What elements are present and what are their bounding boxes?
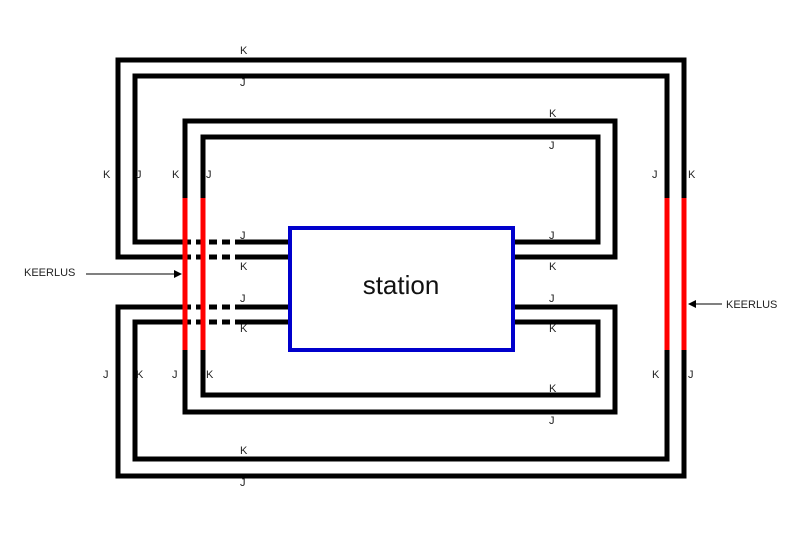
- rail-label: J: [136, 169, 142, 181]
- rail-label: K: [172, 169, 180, 181]
- inner-loop-rail-outer: [182, 118, 618, 260]
- rail-label: J: [172, 369, 178, 381]
- rail-label: K: [206, 369, 214, 381]
- rail-label: J: [688, 369, 694, 381]
- station-label: station: [363, 270, 440, 300]
- rail-label: J: [652, 169, 658, 181]
- rail-label: K: [240, 45, 248, 57]
- keerlus-callout-left: KEERLUS: [24, 267, 182, 279]
- rail-label: J: [240, 293, 246, 305]
- station: station: [288, 226, 515, 352]
- rail-label: K: [103, 169, 111, 181]
- rail-label: J: [549, 415, 555, 427]
- rail-label: K: [688, 169, 696, 181]
- station-box: [288, 226, 515, 352]
- keerlus-right-arrowhead: [688, 300, 696, 308]
- keerlus-left-label: KEERLUS: [24, 267, 75, 279]
- rail-label: K: [240, 323, 248, 335]
- station-left-connections: [170, 239, 290, 325]
- keerlus-right-label: KEERLUS: [726, 299, 777, 311]
- rail-label: K: [549, 108, 557, 120]
- rail-label: J: [549, 293, 555, 305]
- rail-label: K: [549, 383, 557, 395]
- inner-loop-rail-outer-low: [182, 304, 618, 415]
- rail-label: K: [240, 261, 248, 273]
- rail-label: J: [240, 230, 246, 242]
- rail-label: J: [103, 369, 109, 381]
- inner-loop: [182, 118, 618, 415]
- rail-label: J: [206, 169, 212, 181]
- rail-label: K: [240, 445, 248, 457]
- rail-label: K: [549, 261, 557, 273]
- rail-label: K: [136, 369, 144, 381]
- rail-label: J: [549, 230, 555, 242]
- keerlus-sections: [182, 198, 687, 350]
- inner-loop-rail-inner: [200, 134, 601, 245]
- keerlus-left-arrowhead: [174, 270, 182, 278]
- keerlus-callout-right: KEERLUS: [688, 299, 777, 311]
- rail-label: J: [240, 477, 246, 489]
- inner-loop-rail-inner-low: [200, 319, 601, 398]
- rail-label: K: [652, 369, 660, 381]
- rail-label: K: [549, 323, 557, 335]
- rail-labels: K J K J K J K J J K J K J K J K J K J K …: [103, 45, 696, 489]
- rail-label: J: [240, 77, 246, 89]
- rail-label: J: [549, 140, 555, 152]
